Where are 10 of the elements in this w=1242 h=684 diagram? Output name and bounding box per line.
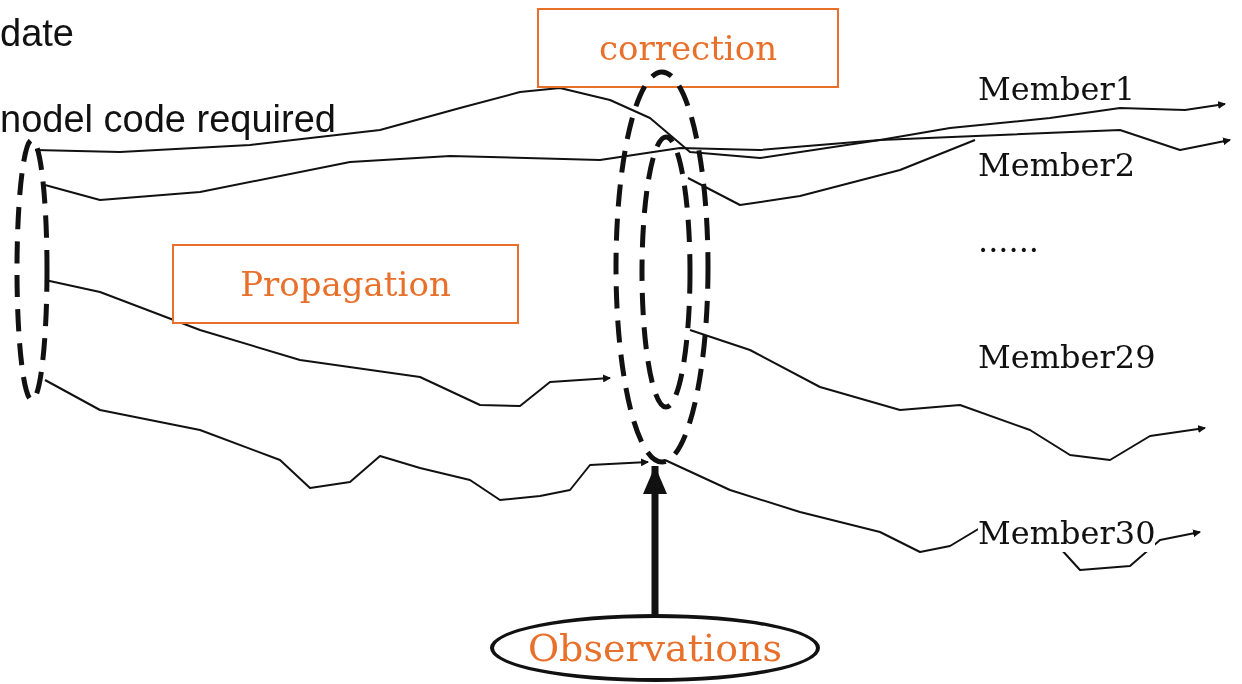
heading-text: date [0, 12, 74, 55]
heading-text: nodel code required [0, 98, 336, 141]
observations-ellipse: Observations [490, 614, 820, 682]
ellipsis-text: ...... [978, 222, 1040, 260]
member-label: Member2 [978, 146, 1136, 184]
correction-box: correction [537, 8, 839, 88]
dashed-ellipse [612, 68, 712, 466]
member-label: Member1 [978, 70, 1136, 108]
process-box: Propagation [172, 244, 519, 324]
member-label: Member29 [978, 338, 1156, 376]
